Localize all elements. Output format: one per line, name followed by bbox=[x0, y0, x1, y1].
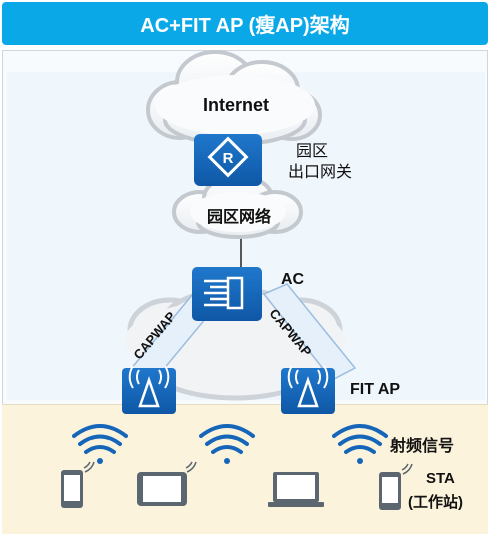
ac-label: AC bbox=[281, 271, 305, 288]
client-zone bbox=[2, 404, 488, 534]
fit-ap-right-icon bbox=[281, 365, 335, 414]
sta-label-line2: (工作站) bbox=[408, 494, 463, 511]
sta-label-line1: STA bbox=[426, 470, 455, 487]
laptop-icon bbox=[268, 472, 324, 507]
wifi-signal-icon bbox=[199, 424, 255, 464]
ac-controller-icon bbox=[192, 267, 262, 321]
campus-network-label: 园区网络 bbox=[206, 209, 271, 226]
gateway-router-icon: R bbox=[194, 134, 262, 186]
diagram-title: AC+FIT AP (瘦AP)架构 bbox=[140, 15, 350, 37]
tablet-icon bbox=[137, 461, 197, 506]
smartphone-icon bbox=[379, 463, 413, 510]
internet-label: Internet bbox=[202, 95, 269, 115]
wifi-signal-icon bbox=[332, 424, 388, 464]
gateway-label-line1: 园区 bbox=[296, 143, 329, 160]
wifi-signal-icon bbox=[72, 424, 128, 464]
title-bar: AC+FIT AP (瘦AP)架构 bbox=[2, 2, 488, 45]
smartphone-icon bbox=[61, 461, 95, 508]
gateway-label-line2: 出口网关 bbox=[288, 164, 353, 181]
rf-signal-label: 射频信号 bbox=[390, 438, 455, 455]
fit-ap-label: FIT AP bbox=[350, 381, 401, 398]
svg-text:R: R bbox=[223, 150, 234, 167]
capwap-tunnel-right bbox=[262, 283, 357, 381]
fit-ap-left-icon bbox=[122, 365, 176, 414]
